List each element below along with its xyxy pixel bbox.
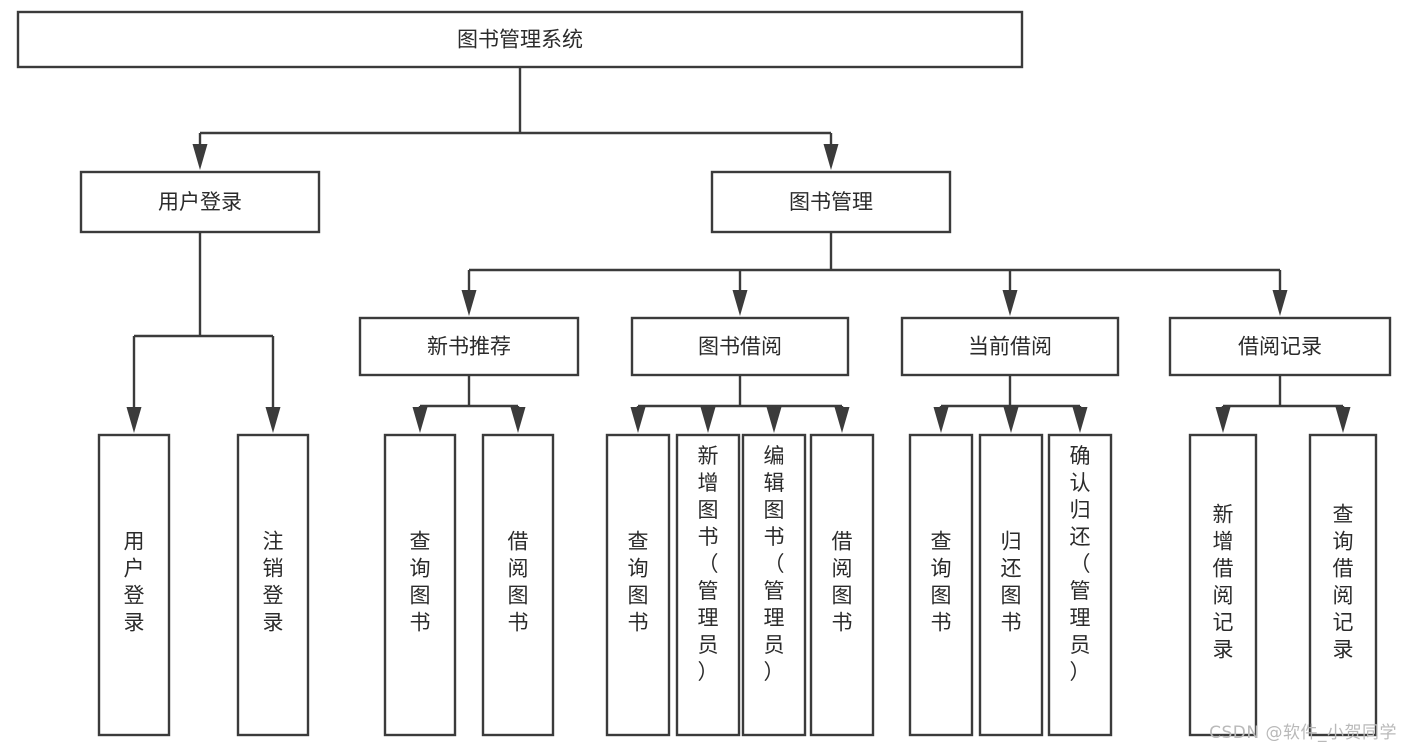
node-box[interactable] — [236, 433, 310, 737]
node-box[interactable] — [383, 433, 457, 737]
node-box[interactable] — [605, 433, 671, 737]
node-leaf-确认归还（管理员）[interactable]: 确认归还（管理员） — [1047, 433, 1113, 737]
node-box[interactable] — [710, 170, 952, 234]
node-box[interactable] — [675, 433, 741, 737]
node-box[interactable] — [79, 170, 321, 234]
node-label: 用户登录 — [158, 190, 242, 214]
arrow-head-icon — [1215, 407, 1231, 433]
node-box[interactable] — [1047, 433, 1113, 737]
arrow-head-icon — [823, 144, 839, 170]
node-label: 注销登录 — [263, 530, 284, 635]
arrow-head-icon — [700, 407, 716, 433]
node-leaf-查询图书[interactable]: 查询图书 — [383, 433, 457, 737]
arrow-head-icon — [766, 407, 782, 433]
node-box[interactable] — [1308, 433, 1378, 737]
node-label: 查询图书 — [931, 530, 952, 635]
node-label: 图书借阅 — [698, 335, 782, 359]
node-box[interactable] — [900, 316, 1120, 377]
node-leaf-借阅图书[interactable]: 借阅图书 — [481, 433, 555, 737]
arrow-head-icon — [510, 407, 526, 433]
node-leaf-查询图书[interactable]: 查询图书 — [908, 433, 974, 737]
node-label: 确认归还（管理员） — [1070, 444, 1091, 684]
node-level3-新书推荐[interactable]: 新书推荐 — [358, 316, 580, 377]
node-label: 借阅图书 — [832, 530, 853, 635]
arrow-head-icon — [192, 144, 208, 170]
node-label: 图书管理 — [789, 190, 873, 214]
arrow-head-icon — [1072, 407, 1088, 433]
arrow-head-icon — [1003, 407, 1019, 433]
node-label: 用户登录 — [124, 530, 145, 635]
csdn-watermark: CSDN @软件_小贺同学 — [1209, 723, 1397, 743]
node-label: 新增图书（管理员） — [698, 444, 719, 684]
node-leaf-新增图书（管理员）[interactable]: 新增图书（管理员） — [675, 433, 741, 737]
node-box[interactable] — [908, 433, 974, 737]
node-box[interactable] — [1188, 433, 1258, 737]
arrow-head-icon — [126, 407, 142, 433]
arrow-head-icon — [630, 407, 646, 433]
node-label: 查询图书 — [628, 530, 649, 635]
node-box[interactable] — [1168, 316, 1392, 377]
node-leaf-用户登录[interactable]: 用户登录 — [97, 433, 171, 737]
connector-layer — [126, 67, 1351, 433]
node-label: 编辑图书（管理员） — [764, 444, 785, 684]
node-box[interactable] — [16, 10, 1024, 69]
node-label: 新书推荐 — [427, 335, 511, 359]
node-level3-借阅记录[interactable]: 借阅记录 — [1168, 316, 1392, 377]
node-level2-图书管理[interactable]: 图书管理 — [710, 170, 952, 234]
node-leaf-注销登录[interactable]: 注销登录 — [236, 433, 310, 737]
node-root-图书管理系统[interactable]: 图书管理系统 — [16, 10, 1024, 69]
arrow-head-icon — [732, 290, 748, 316]
arrow-head-icon — [1002, 290, 1018, 316]
node-label: 查询借阅记录 — [1333, 503, 1354, 662]
node-label: 新增借阅记录 — [1213, 503, 1234, 662]
node-leaf-编辑图书（管理员）[interactable]: 编辑图书（管理员） — [741, 433, 807, 737]
node-label: 借阅图书 — [508, 530, 529, 635]
arrow-head-icon — [265, 407, 281, 433]
node-box[interactable] — [358, 316, 580, 377]
node-box[interactable] — [809, 433, 875, 737]
arrow-head-icon — [834, 407, 850, 433]
node-leaf-新增借阅记录[interactable]: 新增借阅记录 — [1188, 433, 1258, 737]
node-leaf-借阅图书[interactable]: 借阅图书 — [809, 433, 875, 737]
arrow-head-icon — [933, 407, 949, 433]
node-label: 借阅记录 — [1238, 335, 1322, 359]
node-level2-用户登录[interactable]: 用户登录 — [79, 170, 321, 234]
node-box[interactable] — [481, 433, 555, 737]
node-level3-图书借阅[interactable]: 图书借阅 — [630, 316, 850, 377]
arrow-head-icon — [1272, 290, 1288, 316]
node-leaf-查询借阅记录[interactable]: 查询借阅记录 — [1308, 433, 1378, 737]
arrow-head-icon — [412, 407, 428, 433]
node-layer: 图书管理系统用户登录图书管理用户登录注销登录新书推荐查询图书借阅图书图书借阅查询… — [16, 10, 1392, 737]
node-level3-当前借阅[interactable]: 当前借阅 — [900, 316, 1120, 377]
arrow-head-icon — [1335, 407, 1351, 433]
node-label: 归还图书 — [1001, 530, 1022, 635]
node-label: 图书管理系统 — [457, 28, 583, 52]
node-box[interactable] — [978, 433, 1044, 737]
node-leaf-归还图书[interactable]: 归还图书 — [978, 433, 1044, 737]
node-leaf-查询图书[interactable]: 查询图书 — [605, 433, 671, 737]
arrow-head-icon — [461, 290, 477, 316]
node-label: 当前借阅 — [968, 335, 1052, 359]
node-box[interactable] — [97, 433, 171, 737]
node-label: 查询图书 — [410, 530, 431, 635]
node-box[interactable] — [630, 316, 850, 377]
node-box[interactable] — [741, 433, 807, 737]
